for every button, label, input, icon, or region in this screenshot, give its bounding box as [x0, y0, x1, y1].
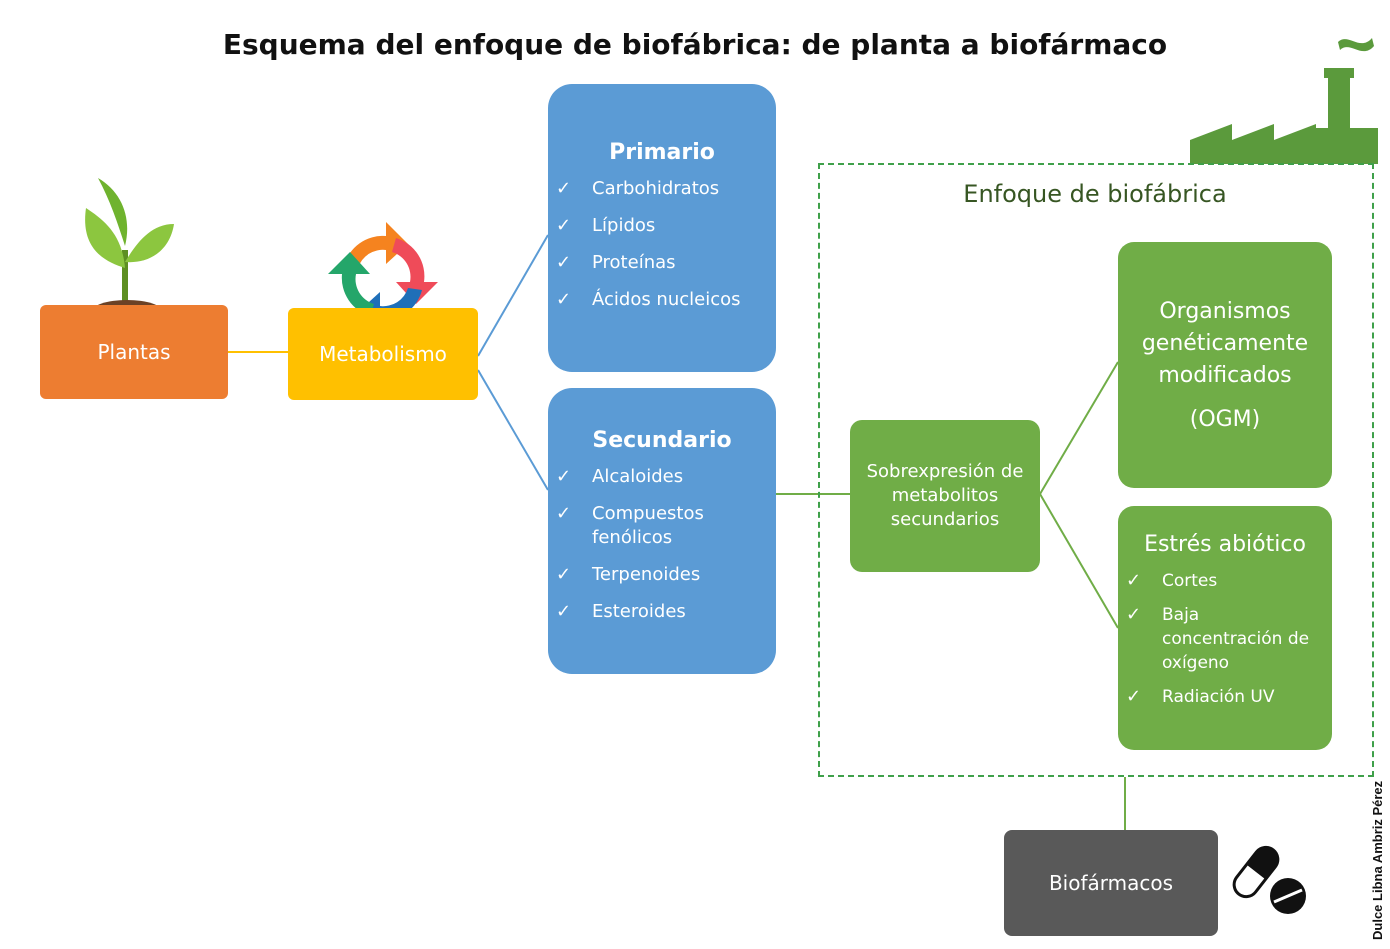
page-title: Esquema del enfoque de biofábrica: de pl… — [222, 28, 1168, 61]
ogm-label: Organismos genéticamente modificados — [1141, 299, 1309, 388]
connector-metabolismo-secundario — [477, 369, 549, 491]
estres-abiotico-heading: Estrés abiótico — [1144, 532, 1306, 557]
estres-abiotico-list: ✓Cortes ✓Baja concentración de oxígeno ✓… — [1118, 569, 1332, 709]
estres-abiotico-box: Estrés abiótico ✓Cortes ✓Baja concentrac… — [1118, 506, 1332, 750]
secundario-heading: Secundario — [592, 428, 732, 453]
list-item: ✓Proteínas — [556, 252, 676, 273]
plantas-box: Plantas — [40, 305, 228, 399]
list-item: ✓Esteroides — [556, 601, 686, 622]
pill-capsule-icon — [1232, 845, 1306, 914]
check-icon: ✓ — [556, 215, 572, 236]
connector-sobreexpresion-ogm — [1039, 361, 1119, 495]
check-icon: ✓ — [1126, 604, 1142, 625]
list-item: ✓Compuestos fenólicos — [556, 503, 704, 548]
list-item: ✓Cortes — [1126, 570, 1218, 591]
ogm-box: Organismos genéticamente modificados (OG… — [1118, 242, 1332, 488]
connector-sobreexpresion-estres — [1039, 493, 1119, 629]
list-item: ✓Lípidos — [556, 215, 656, 236]
biofarmacos-box: Biofármacos — [1004, 830, 1218, 936]
plantas-label: Plantas — [97, 340, 171, 364]
check-icon: ✓ — [556, 601, 572, 622]
list-item: ✓Carbohidratos — [556, 178, 720, 199]
check-icon: ✓ — [556, 178, 572, 199]
biofarmacos-label: Biofármacos — [1048, 871, 1174, 895]
secundario-list: ✓Alcaloides ✓Compuestos fenólicos ✓Terpe… — [548, 465, 776, 624]
list-item: ✓Ácidos nucleicos — [556, 289, 741, 310]
primario-heading: Primario — [609, 140, 715, 165]
list-item: ✓Radiación UV — [1126, 686, 1275, 707]
enfoque-biofabrica-title: Enfoque de biofábrica — [963, 180, 1227, 208]
list-item: ✓Alcaloides — [556, 466, 684, 487]
metabolismo-box: Metabolismo — [288, 308, 478, 400]
check-icon: ✓ — [556, 503, 572, 524]
sobreexpresion-box: Sobrexpresión de metabolitos secundarios — [850, 420, 1040, 572]
check-icon: ✓ — [556, 466, 572, 487]
enfoque-biofabrica-area — [818, 163, 1374, 777]
primario-box: Primario ✓Carbohidratos ✓Lípidos ✓Proteí… — [548, 84, 776, 372]
check-icon: ✓ — [556, 289, 572, 310]
sobreexpresion-label: Sobrexpresión de metabolitos secundarios — [866, 461, 1024, 530]
check-icon: ✓ — [1126, 686, 1142, 707]
plant-sprout-icon — [85, 178, 174, 324]
secundario-box: Secundario ✓Alcaloides ✓Compuestos fenól… — [548, 388, 776, 674]
list-item: ✓Terpenoides — [556, 564, 701, 585]
check-icon: ✓ — [556, 564, 572, 585]
list-item: ✓Baja concentración de oxígeno — [1126, 604, 1310, 673]
metabolismo-label: Metabolismo — [319, 342, 447, 366]
ogm-abbreviation: (OGM) — [1189, 407, 1261, 432]
credit-text: Dulce Libna Ambriz Pérez — [1370, 780, 1385, 940]
factory-icon — [1190, 38, 1378, 164]
connector-metabolismo-primario — [477, 234, 549, 357]
check-icon: ✓ — [1126, 570, 1142, 591]
primario-list: ✓Carbohidratos ✓Lípidos ✓Proteínas ✓Ácid… — [548, 177, 776, 312]
check-icon: ✓ — [556, 252, 572, 273]
